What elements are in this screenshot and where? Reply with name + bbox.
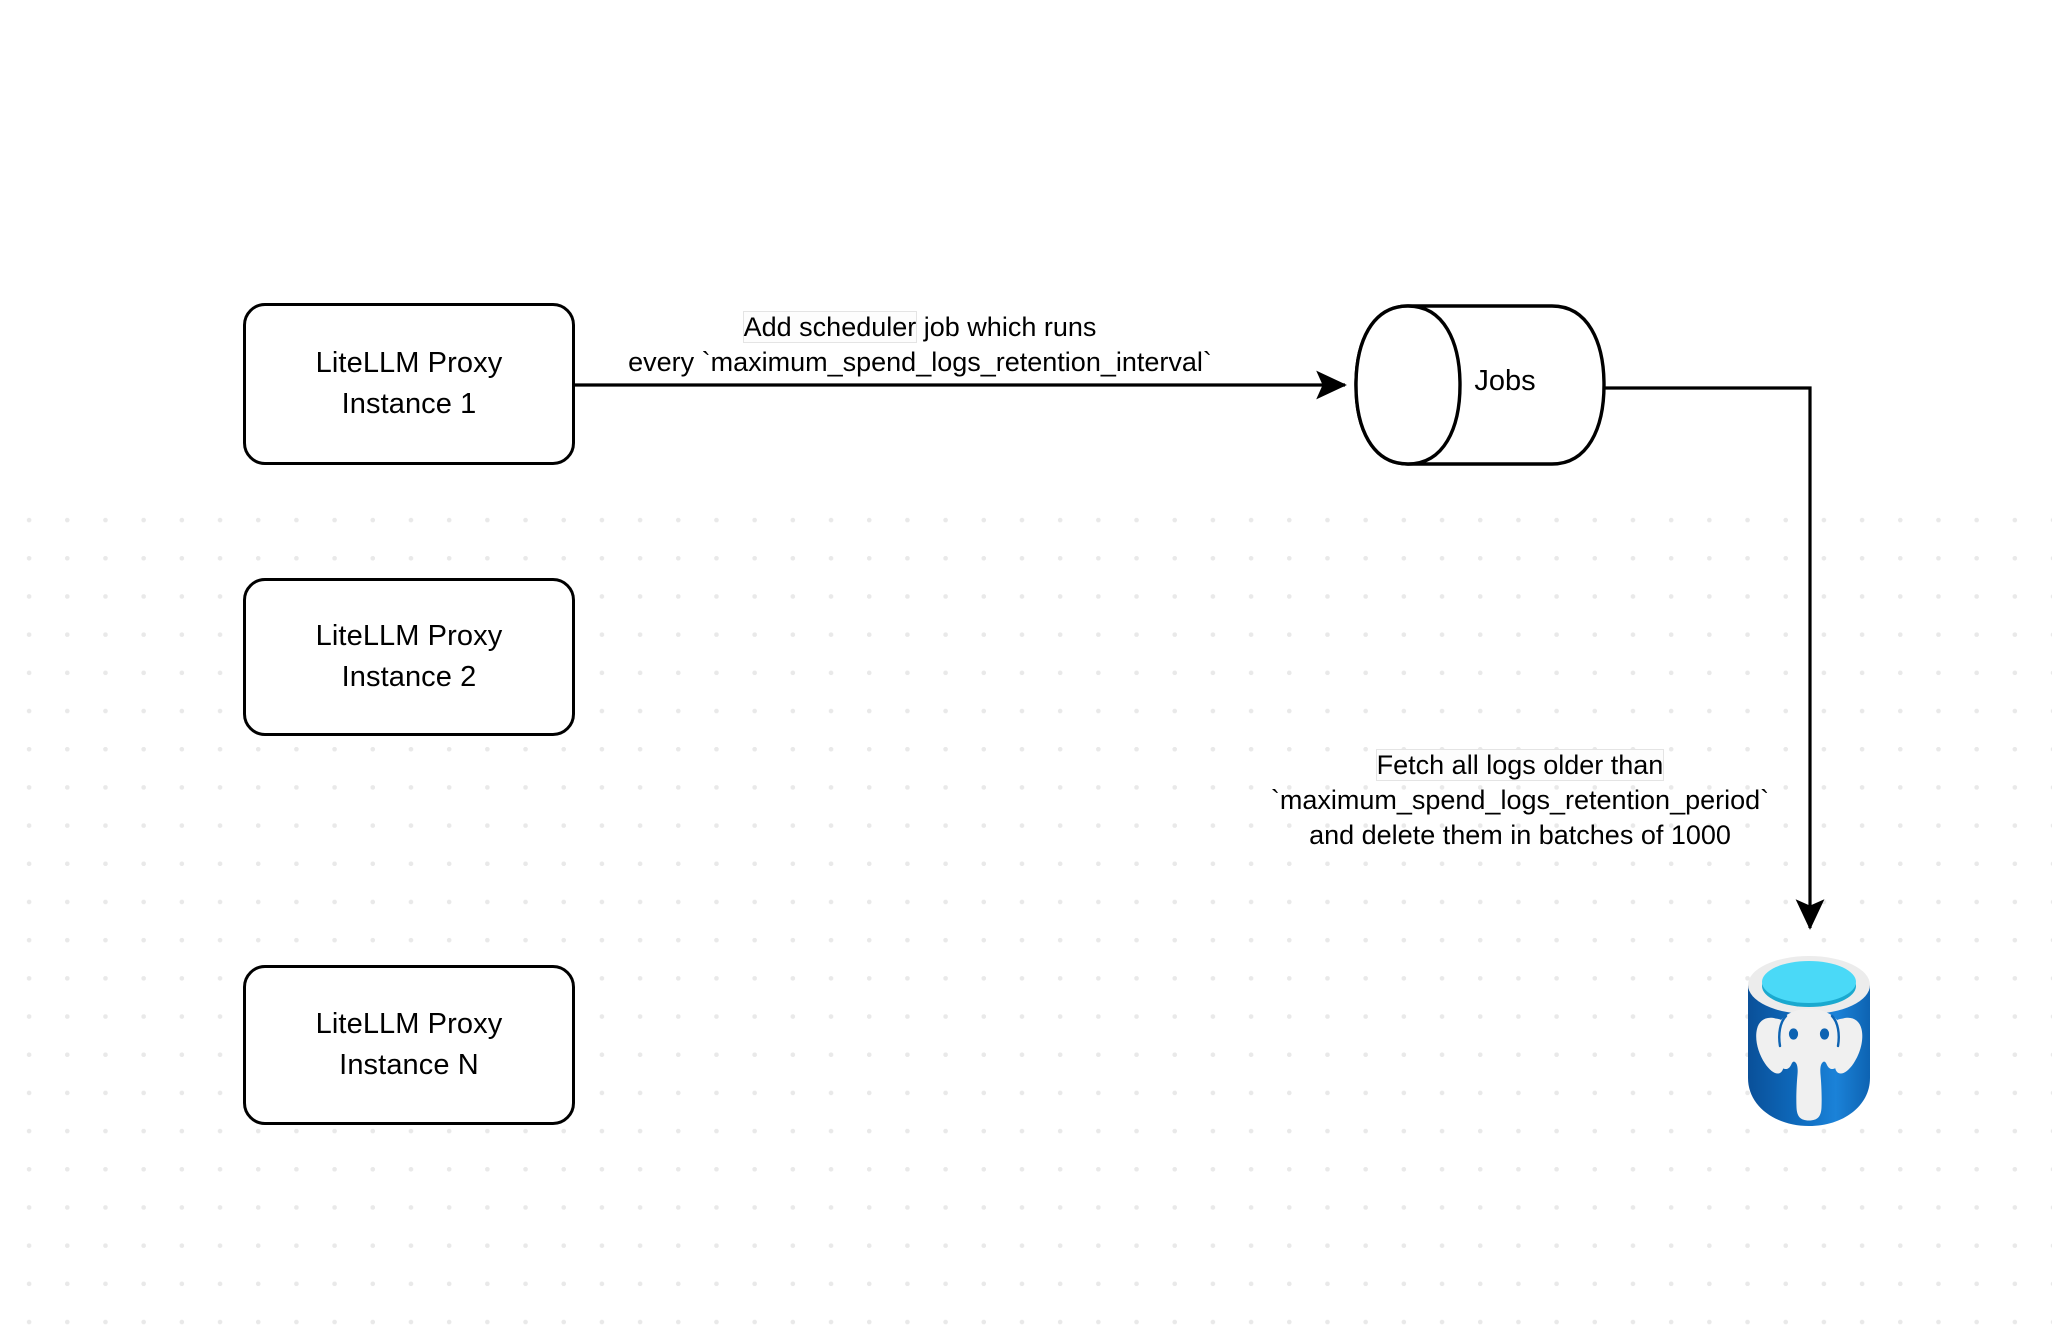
jobs-cylinder-shape: [1354, 304, 1606, 466]
edge-label-add-scheduler-job: Add scheduler job which runs every `maxi…: [520, 310, 1320, 380]
connector-jobs-to-postgres: [1604, 386, 1825, 930]
edge-label-retention-highlight: Fetch all logs older than: [1376, 750, 1664, 780]
postgresql-elephant-icon: [1748, 956, 1870, 1126]
edge-label-retention-line-3: and delete them in batches of 1000: [1309, 820, 1731, 850]
edge-label-scheduler-line-2: every `maximum_spend_logs_retention_inte…: [628, 347, 1212, 377]
node-jobs-queue-label: Jobs: [1474, 365, 1536, 397]
edge-label-scheduler-line-1-rest: job which runs: [916, 312, 1097, 342]
edge-label-scheduler-highlight: Add scheduler: [743, 312, 917, 342]
edge-label-fetch-and-delete-logs: Fetch all logs older than `maximum_spend…: [1200, 748, 1840, 853]
edge-label-retention-line-2: `maximum_spend_logs_retention_period`: [1270, 785, 1770, 815]
edge-label-scheduler-line-1: Add scheduler job which runs: [520, 310, 1320, 345]
edge-label-retention-line-1: Fetch all logs older than: [1200, 748, 1840, 783]
